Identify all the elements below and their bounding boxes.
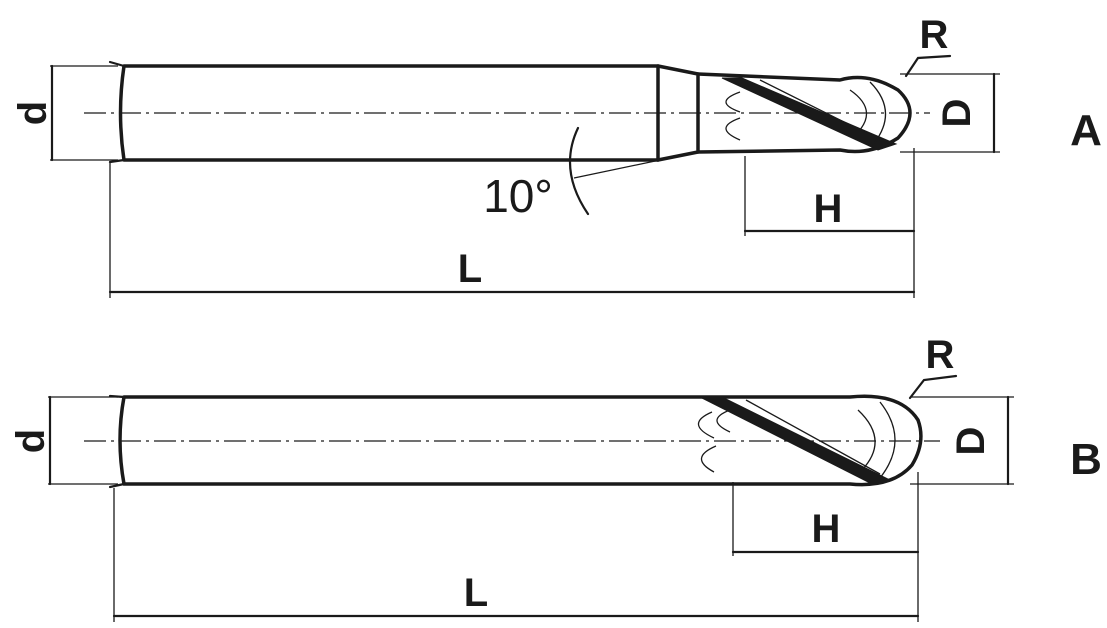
R-leader-b (908, 374, 958, 400)
flute-curve-a-2 (725, 117, 741, 141)
variant-label-a: A (1070, 106, 1102, 155)
flute-curve-b-1 (697, 411, 715, 439)
shank-a (118, 64, 660, 162)
variant-label-b: B (1070, 435, 1102, 484)
R-label-b: R (926, 333, 955, 377)
angle-line-a (573, 159, 661, 179)
L-label-a: L (458, 247, 482, 291)
shank-chamfer-bottom-a (108, 158, 126, 164)
angle-label-a: 10° (483, 170, 553, 222)
flute-curve-b-2 (700, 445, 717, 473)
L-label-b: L (464, 571, 488, 615)
flute-edge-a (759, 79, 881, 141)
figure-a: d D R 10° H L A (11, 13, 1102, 298)
shank-chamfer-bottom-b (108, 482, 126, 489)
d-label-b: d (9, 429, 53, 453)
R-leader-a (904, 54, 952, 78)
D-label-a: D (935, 99, 979, 128)
flute-edge-b (745, 399, 881, 475)
H-label-b: H (812, 507, 841, 551)
ball-arc-a-1 (869, 81, 887, 147)
flute-a-1 (721, 77, 898, 151)
ball-arc-b-1 (879, 401, 896, 479)
shank-b (118, 394, 923, 487)
D-label-b: D (949, 427, 993, 456)
H-label-a: H (814, 187, 843, 231)
figure-b: d D R H L B (9, 333, 1102, 622)
flute-curve-b-3 (716, 409, 731, 433)
ball-arc-b-2 (857, 409, 876, 471)
R-label-a: R (920, 13, 949, 57)
shank-chamfer-top-a (108, 60, 126, 68)
angle-arc-a (568, 126, 590, 216)
flute-curve-a-1 (725, 91, 741, 113)
d-label-a: d (11, 101, 55, 125)
